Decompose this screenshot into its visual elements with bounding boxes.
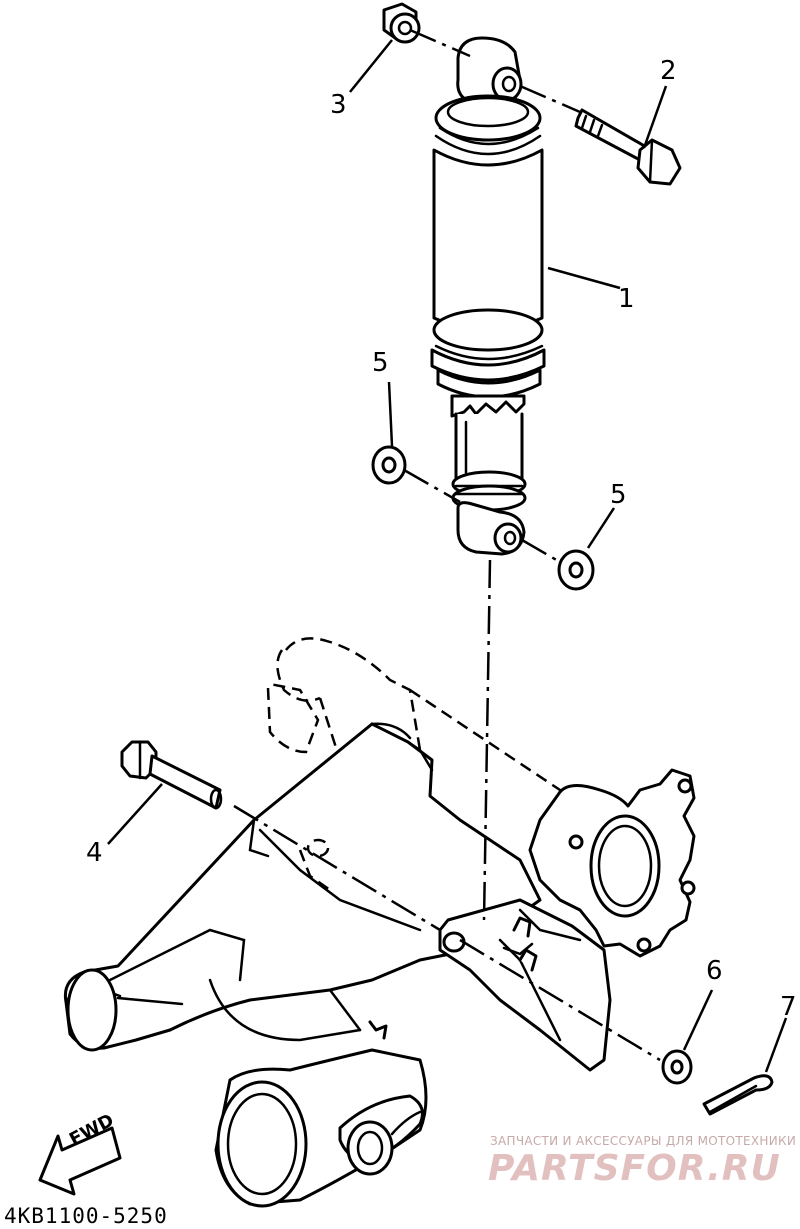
nut-part-3 <box>382 2 421 44</box>
rear-shock-absorber <box>430 36 546 556</box>
assembly-center-lines <box>233 28 661 1062</box>
document-code: 4KB1100-5250 <box>4 1204 168 1228</box>
callout-leader-lines <box>107 39 788 1073</box>
watermark-tagline: ЗАПЧАСТИ И АКСЕССУАРЫ ДЛЯ МОТОТЕХНИКИ <box>490 1134 797 1148</box>
callout-1: 1 <box>618 284 635 314</box>
fwd-direction-arrow-icon <box>38 1126 122 1196</box>
cotter-pin-part-7 <box>702 1074 774 1116</box>
callout-3: 3 <box>330 90 347 120</box>
bolt-part-2 <box>574 108 682 186</box>
washer-part-5-right <box>557 549 595 591</box>
rear-swingarm <box>63 637 696 1208</box>
bolt-part-4 <box>120 740 223 810</box>
washer-part-5-left <box>371 445 407 485</box>
watermark-logo: PARTSFOR.RU <box>488 1148 781 1189</box>
callout-5b: 5 <box>610 480 627 510</box>
callout-4: 4 <box>86 838 103 868</box>
callout-7: 7 <box>780 992 797 1022</box>
callout-6: 6 <box>706 956 723 986</box>
callout-2: 2 <box>660 56 677 86</box>
callout-5a: 5 <box>372 348 389 378</box>
washer-part-6 <box>661 1049 693 1085</box>
